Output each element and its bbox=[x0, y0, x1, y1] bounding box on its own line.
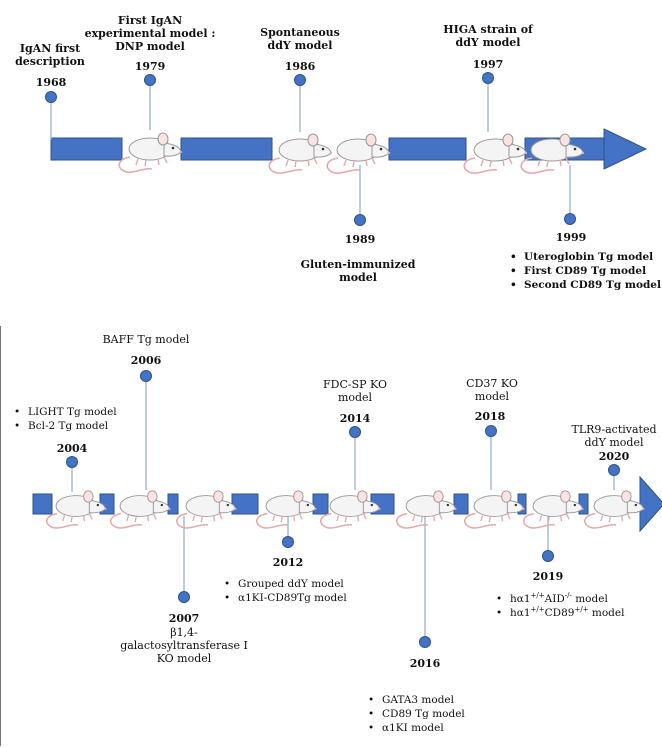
event-1986-year: 1986 bbox=[284, 60, 316, 73]
event-2016-item: α1KI model bbox=[368, 721, 465, 735]
pin-icon bbox=[564, 213, 576, 225]
mouse-icon bbox=[396, 490, 457, 529]
pin-icon bbox=[282, 536, 294, 548]
pin-icon bbox=[608, 464, 620, 476]
event-1999-list: Uteroglobin Tg model First CD89 Tg model… bbox=[510, 250, 661, 292]
timeline-bar-segment bbox=[180, 137, 273, 161]
pin-icon bbox=[482, 72, 494, 84]
event-2004-item: Bcl-2 Tg model bbox=[14, 419, 117, 433]
event-1999-item: Uteroglobin Tg model bbox=[510, 250, 661, 264]
arrow-head-icon bbox=[603, 128, 648, 170]
event-1968-year: 1968 bbox=[35, 76, 67, 89]
pin-icon bbox=[419, 636, 431, 648]
pin-icon bbox=[45, 91, 57, 103]
pin-icon bbox=[294, 74, 306, 86]
event-2016-year: 2016 bbox=[409, 657, 441, 670]
mouse-icon bbox=[463, 133, 528, 174]
event-2004-year: 2004 bbox=[56, 442, 88, 455]
mouse-icon bbox=[256, 490, 317, 529]
pin-icon bbox=[66, 456, 78, 468]
timeline-bar-segment bbox=[32, 493, 53, 515]
pin-icon bbox=[144, 74, 156, 86]
mouse-icon bbox=[268, 133, 333, 174]
event-1989-year: 1989 bbox=[344, 233, 376, 246]
pin-icon bbox=[485, 425, 497, 437]
pin-icon bbox=[354, 214, 366, 226]
event-1979-year: 1979 bbox=[134, 60, 166, 73]
event-2006-year: 2006 bbox=[130, 354, 162, 367]
pin-icon bbox=[542, 550, 554, 562]
panel-divider bbox=[0, 326, 1, 746]
event-1999-item: First CD89 Tg model bbox=[510, 264, 661, 278]
pin-icon bbox=[178, 591, 190, 603]
timeline-bar-segment bbox=[312, 493, 329, 515]
mouse-icon bbox=[464, 490, 525, 529]
event-2019-item: hα1+/+AID-/- model bbox=[496, 592, 624, 606]
timeline-bar-segment bbox=[167, 493, 179, 515]
event-2007-year: 2007 bbox=[168, 612, 200, 625]
pin-icon bbox=[349, 426, 361, 438]
event-1999-year: 1999 bbox=[555, 231, 587, 244]
event-1999-item: Second CD89 Tg model bbox=[510, 278, 661, 292]
event-2012-item: α1KI-CD89Tg model bbox=[224, 591, 347, 605]
mouse-icon bbox=[326, 133, 391, 174]
event-2019-item: hα1+/+CD89+/+ model bbox=[496, 606, 624, 620]
event-2012-list: Grouped ddY model α1KI-CD89Tg model bbox=[224, 577, 347, 605]
timeline-bar-segment bbox=[388, 137, 467, 161]
mouse-icon bbox=[584, 490, 645, 529]
mouse-icon bbox=[320, 490, 381, 529]
mouse-icon bbox=[520, 133, 585, 174]
pin-icon bbox=[140, 370, 152, 382]
mouse-icon bbox=[46, 490, 107, 529]
event-2016-item: GATA3 model bbox=[368, 693, 465, 707]
arrow-head-icon bbox=[639, 475, 662, 533]
timeline-bar-segment bbox=[453, 493, 469, 515]
event-2019-list: hα1+/+AID-/- model hα1+/+CD89+/+ model bbox=[496, 592, 624, 620]
event-2018-year: 2018 bbox=[474, 410, 506, 423]
mouse-icon bbox=[118, 132, 183, 173]
event-2004-list: LIGHT Tg model Bcl-2 Tg model bbox=[14, 405, 117, 433]
event-2012-item: Grouped ddY model bbox=[224, 577, 347, 591]
event-2016-list: GATA3 model CD89 Tg model α1KI model bbox=[368, 693, 465, 735]
mouse-icon bbox=[176, 490, 237, 529]
event-2014-year: 2014 bbox=[339, 412, 371, 425]
mouse-icon bbox=[110, 490, 171, 529]
event-1997-year: 1997 bbox=[472, 58, 504, 71]
timeline-bar-segment bbox=[231, 493, 259, 515]
event-2019-year: 2019 bbox=[532, 570, 564, 583]
event-2006-label: BAFF Tg model bbox=[102, 333, 190, 346]
event-2012-year: 2012 bbox=[272, 556, 304, 569]
event-2016-item: CD89 Tg model bbox=[368, 707, 465, 721]
mouse-icon bbox=[523, 490, 584, 529]
event-2004-item: LIGHT Tg model bbox=[14, 405, 117, 419]
event-2020-year: 2020 bbox=[598, 450, 630, 463]
timeline-bar-segment bbox=[50, 137, 123, 161]
